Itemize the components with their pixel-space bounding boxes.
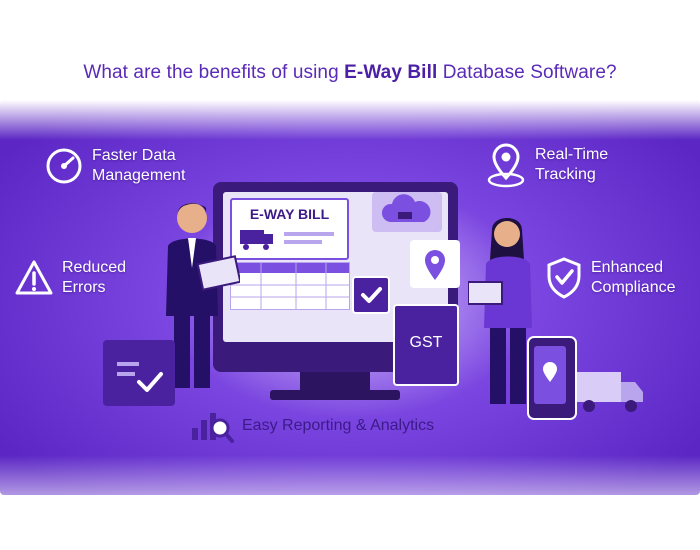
cloud-icon xyxy=(381,194,431,222)
delivery-truck-icon xyxy=(577,372,643,412)
data-table-graphic xyxy=(230,262,350,310)
feature-enhanced-compliance: Enhanced Compliance xyxy=(545,256,675,300)
map-card xyxy=(410,240,460,288)
feature-faster-data-management: Faster Data Management xyxy=(44,146,185,186)
fade-top xyxy=(0,100,700,140)
feature-easy-reporting-analytics: Easy Reporting & Analytics xyxy=(190,408,434,444)
eway-bill-label: E-WAY BILL xyxy=(249,206,330,222)
feature-label: Enhanced Compliance xyxy=(591,259,676,296)
smartphone xyxy=(527,336,577,420)
phone-pin-icon xyxy=(534,346,566,404)
shield-check-icon xyxy=(547,257,581,299)
checklist-icon xyxy=(117,362,163,392)
eway-bill-card: E-WAY BILL xyxy=(230,198,349,260)
title-highlight: E-Way Bill xyxy=(344,62,438,83)
businesswoman-figure xyxy=(468,218,532,404)
fade-bottom xyxy=(0,455,700,550)
checklist-clipboard xyxy=(103,340,175,406)
chart-magnifier-icon xyxy=(192,413,234,443)
feature-label: Faster Data Management xyxy=(92,147,186,184)
feature-real-time-tracking: Real-Time Tracking xyxy=(485,142,608,188)
monitor-stand-base xyxy=(270,390,400,400)
cloud-truck-card xyxy=(372,192,442,232)
gst-clipboard: GST xyxy=(393,304,459,386)
feature-label: Easy Reporting & Analytics xyxy=(242,417,435,434)
feature-label: Real-Time Tracking xyxy=(535,146,609,183)
warning-icon xyxy=(15,260,53,295)
speedometer-icon xyxy=(46,148,82,184)
feature-label: Reduced Errors xyxy=(62,259,127,296)
gst-label: GST xyxy=(409,334,443,351)
map-pin-icon xyxy=(425,250,445,280)
check-tile xyxy=(352,276,390,314)
monitor-stand xyxy=(300,372,370,392)
truck-icon xyxy=(240,230,334,250)
feature-reduced-errors: Reduced Errors xyxy=(14,258,126,298)
businessman-figure xyxy=(166,203,240,388)
checkmark-icon xyxy=(361,287,382,303)
page-title: What are the benefits of using E-Way Bil… xyxy=(83,62,617,83)
table-grid-icon xyxy=(231,263,349,309)
location-pin-icon xyxy=(487,143,525,188)
